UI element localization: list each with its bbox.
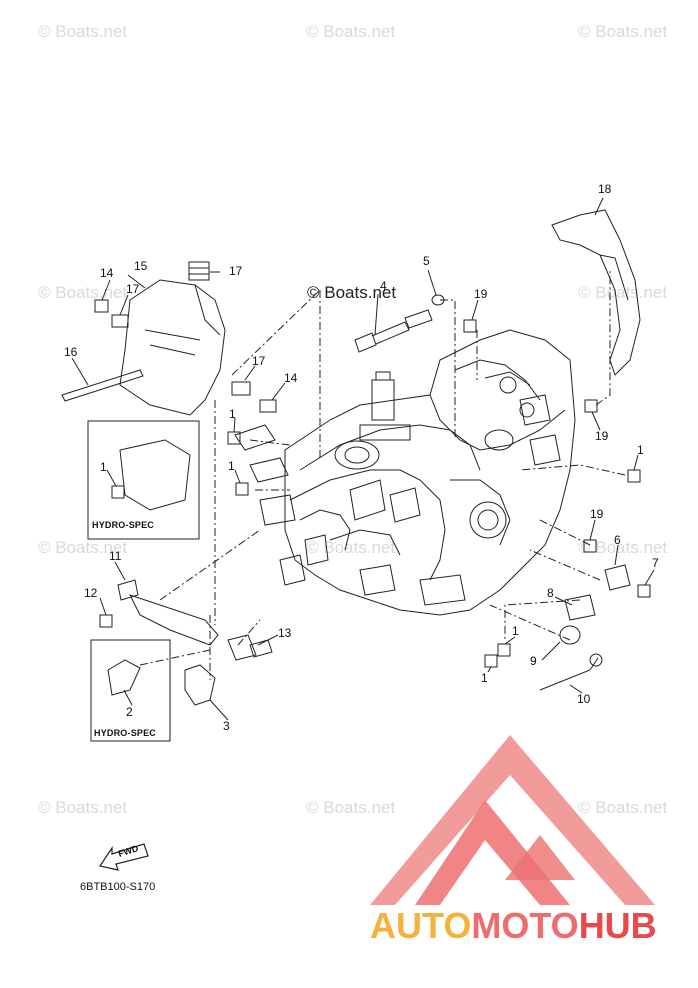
- callout-17: 17: [229, 264, 243, 278]
- callout-1: 1: [637, 443, 644, 457]
- diagram-code: 6BTB100-S170: [80, 881, 156, 893]
- callout-1: 1: [228, 459, 235, 473]
- callout-19: 19: [590, 507, 604, 521]
- callout-12: 12: [84, 586, 98, 600]
- callout-4: 4: [380, 279, 387, 293]
- callout-13: 13: [278, 626, 292, 640]
- watermark: © Boats.net: [306, 538, 396, 557]
- callout-8: 8: [547, 586, 554, 600]
- callout-11: 11: [109, 549, 122, 563]
- watermark: © Boats.net: [578, 283, 668, 302]
- automotohub-logo: AUTOMOTOHUB: [370, 905, 657, 947]
- watermark: © Boats.net: [38, 798, 128, 817]
- watermark: © Boats.net: [38, 283, 128, 302]
- callout-18: 18: [598, 182, 612, 196]
- logo-part: HUB: [578, 905, 657, 946]
- watermark: © Boats.net: [578, 22, 668, 41]
- watermark: © Boats.net: [306, 798, 396, 817]
- callout-1: 1: [100, 460, 107, 474]
- callout-14: 14: [100, 266, 114, 280]
- fwd-arrow-icon: [99, 843, 149, 871]
- callout-3: 3: [223, 719, 230, 733]
- watermark: © Boats.net: [38, 538, 128, 557]
- callout-5: 5: [423, 254, 430, 268]
- callout-2: 2: [126, 705, 133, 719]
- logo-part: MOTO: [471, 905, 579, 946]
- callout-17: 17: [252, 354, 266, 368]
- watermark: © Boats.net: [306, 22, 396, 41]
- callout-16: 16: [64, 345, 78, 359]
- callout-19: 19: [474, 287, 488, 301]
- callout-9: 9: [530, 654, 537, 668]
- callout-10: 10: [577, 692, 591, 706]
- logo-part: AUTO: [370, 905, 472, 946]
- callout-1: 1: [481, 671, 488, 685]
- watermark: © Boats.net: [578, 798, 668, 817]
- callout-1: 1: [229, 407, 236, 421]
- inset-box-label: HYDRO-SPEC: [94, 728, 157, 738]
- watermark: © Boats.net: [38, 22, 128, 41]
- callout-6: 6: [614, 533, 621, 547]
- watermark: © Boats.net: [578, 538, 668, 557]
- callout-15: 15: [134, 259, 148, 273]
- callout-7: 7: [652, 556, 659, 570]
- callout-1: 1: [512, 624, 519, 638]
- callout-14: 14: [284, 371, 298, 385]
- inset-box-label: HYDRO-SPEC: [92, 520, 155, 530]
- callout-19: 19: [595, 429, 609, 443]
- callout-17: 17: [126, 282, 140, 296]
- center-watermark: © Boats.net: [307, 283, 397, 302]
